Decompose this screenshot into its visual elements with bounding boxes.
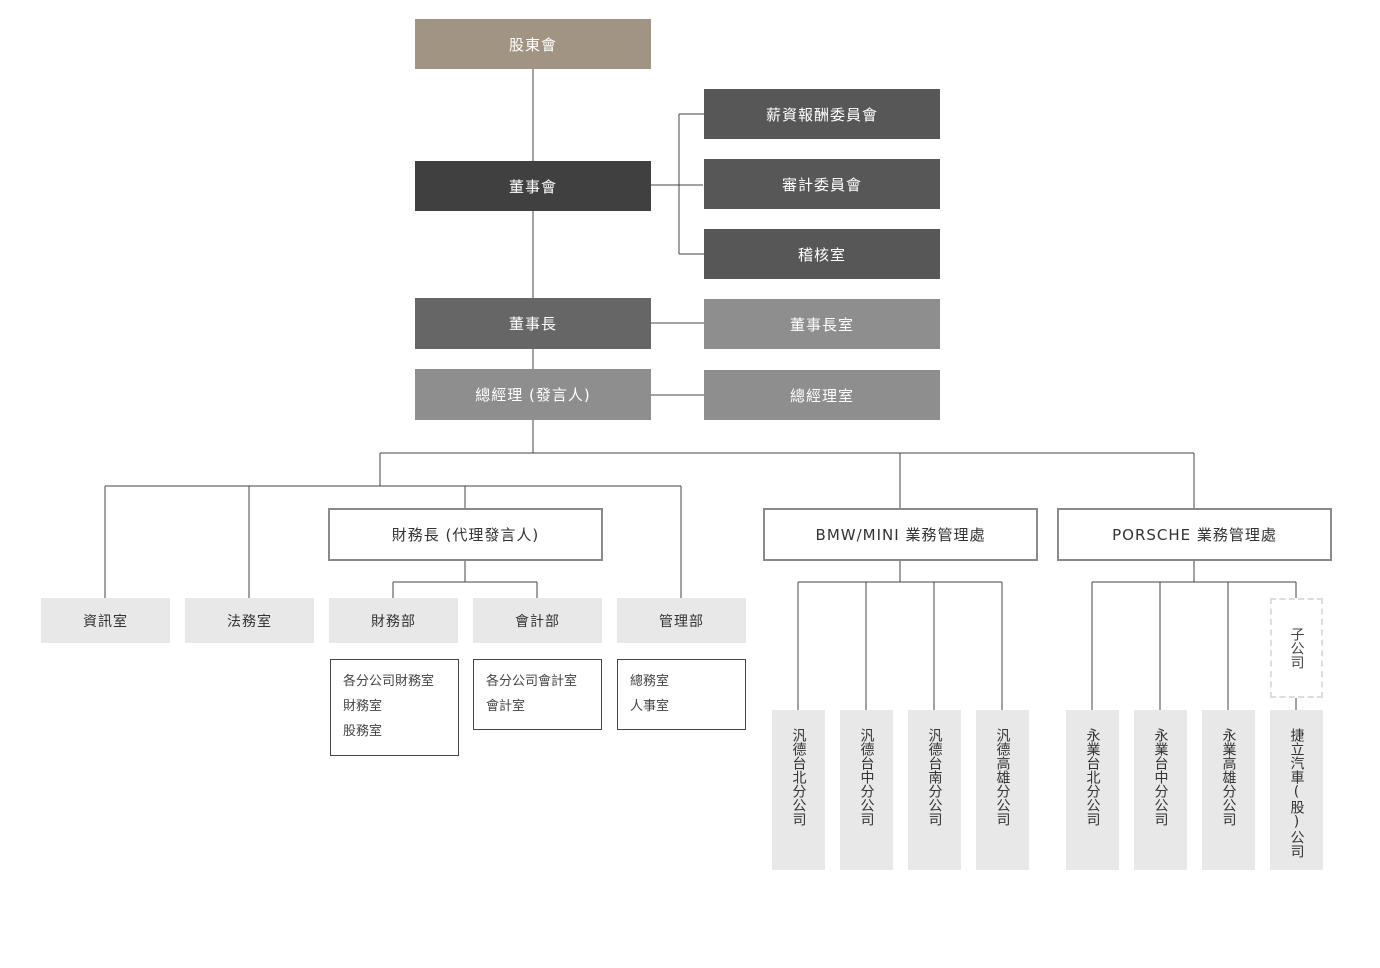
division-connector-line [379, 452, 1195, 508]
department-connector-line [104, 485, 682, 598]
porsche-division-box: PORSCHE 業務管理處 [1057, 508, 1332, 561]
bmw-connector-line [797, 560, 1003, 710]
list-item: 會計室 [486, 699, 526, 714]
porsche-branch-box: 永業高雄分公司 [1202, 710, 1255, 870]
office-connector-line [651, 322, 704, 396]
list-item: 各分公司會計室 [486, 674, 578, 689]
accounting-department-box: 會計部 [473, 598, 602, 643]
porsche-connector-line [1091, 560, 1297, 710]
president-office-box: 總經理室 [704, 370, 940, 420]
cfo-connector-line [392, 560, 538, 598]
list-item: 股務室 [343, 724, 383, 739]
management-units-list: 總務室 人事室 [617, 659, 746, 730]
branch-label: 永業高雄分公司 [1220, 728, 1237, 826]
bmw-division-box: BMW/MINI 業務管理處 [763, 508, 1038, 561]
bmw-branch-box: 汎德高雄分公司 [976, 710, 1029, 870]
management-department-box: 管理部 [617, 598, 746, 643]
branch-label: 汎德台北分公司 [790, 728, 807, 826]
chairman-box: 董事長 [415, 298, 651, 349]
porsche-branch-box: 永業台北分公司 [1066, 710, 1119, 870]
branch-label: 汎德高雄分公司 [994, 728, 1011, 826]
branch-label: 汎德台南分公司 [926, 728, 943, 826]
board-box: 董事會 [415, 161, 651, 211]
it-department-box: 資訊室 [41, 598, 170, 643]
bmw-branch-box: 汎德台北分公司 [772, 710, 825, 870]
chairman-office-box: 董事長室 [704, 299, 940, 349]
branch-label: 永業台中分公司 [1152, 728, 1169, 826]
porsche-branch-box: 永業台中分公司 [1134, 710, 1187, 870]
subsidiary-label: 子公司 [1288, 627, 1305, 669]
subsidiary-box: 捷立汽車(股)公司 [1270, 710, 1323, 870]
list-item: 總務室 [630, 674, 670, 689]
branch-label: 汎德台中分公司 [858, 728, 875, 826]
internal-audit-box: 稽核室 [704, 229, 940, 279]
bmw-branch-box: 汎德台南分公司 [908, 710, 961, 870]
subsidiary-label-box: 子公司 [1270, 598, 1323, 698]
bmw-branch-box: 汎德台中分公司 [840, 710, 893, 870]
finance-department-box: 財務部 [329, 598, 458, 643]
committee-connector-line [651, 113, 704, 255]
accounting-units-list: 各分公司會計室 會計室 [473, 659, 602, 730]
branch-label: 永業台北分公司 [1084, 728, 1101, 826]
legal-department-box: 法務室 [185, 598, 314, 643]
cfo-box: 財務長 (代理發言人) [328, 508, 603, 561]
shareholders-box: 股東會 [415, 19, 651, 69]
remuneration-committee-box: 薪資報酬委員會 [704, 89, 940, 139]
finance-units-list: 各分公司財務室 財務室 股務室 [330, 659, 459, 756]
president-box: 總經理 (發言人) [415, 369, 651, 420]
list-item: 財務室 [343, 699, 383, 714]
list-item: 人事室 [630, 699, 670, 714]
audit-committee-box: 審計委員會 [704, 159, 940, 209]
subsidiary-name: 捷立汽車(股)公司 [1288, 728, 1305, 858]
list-item: 各分公司財務室 [343, 674, 435, 689]
